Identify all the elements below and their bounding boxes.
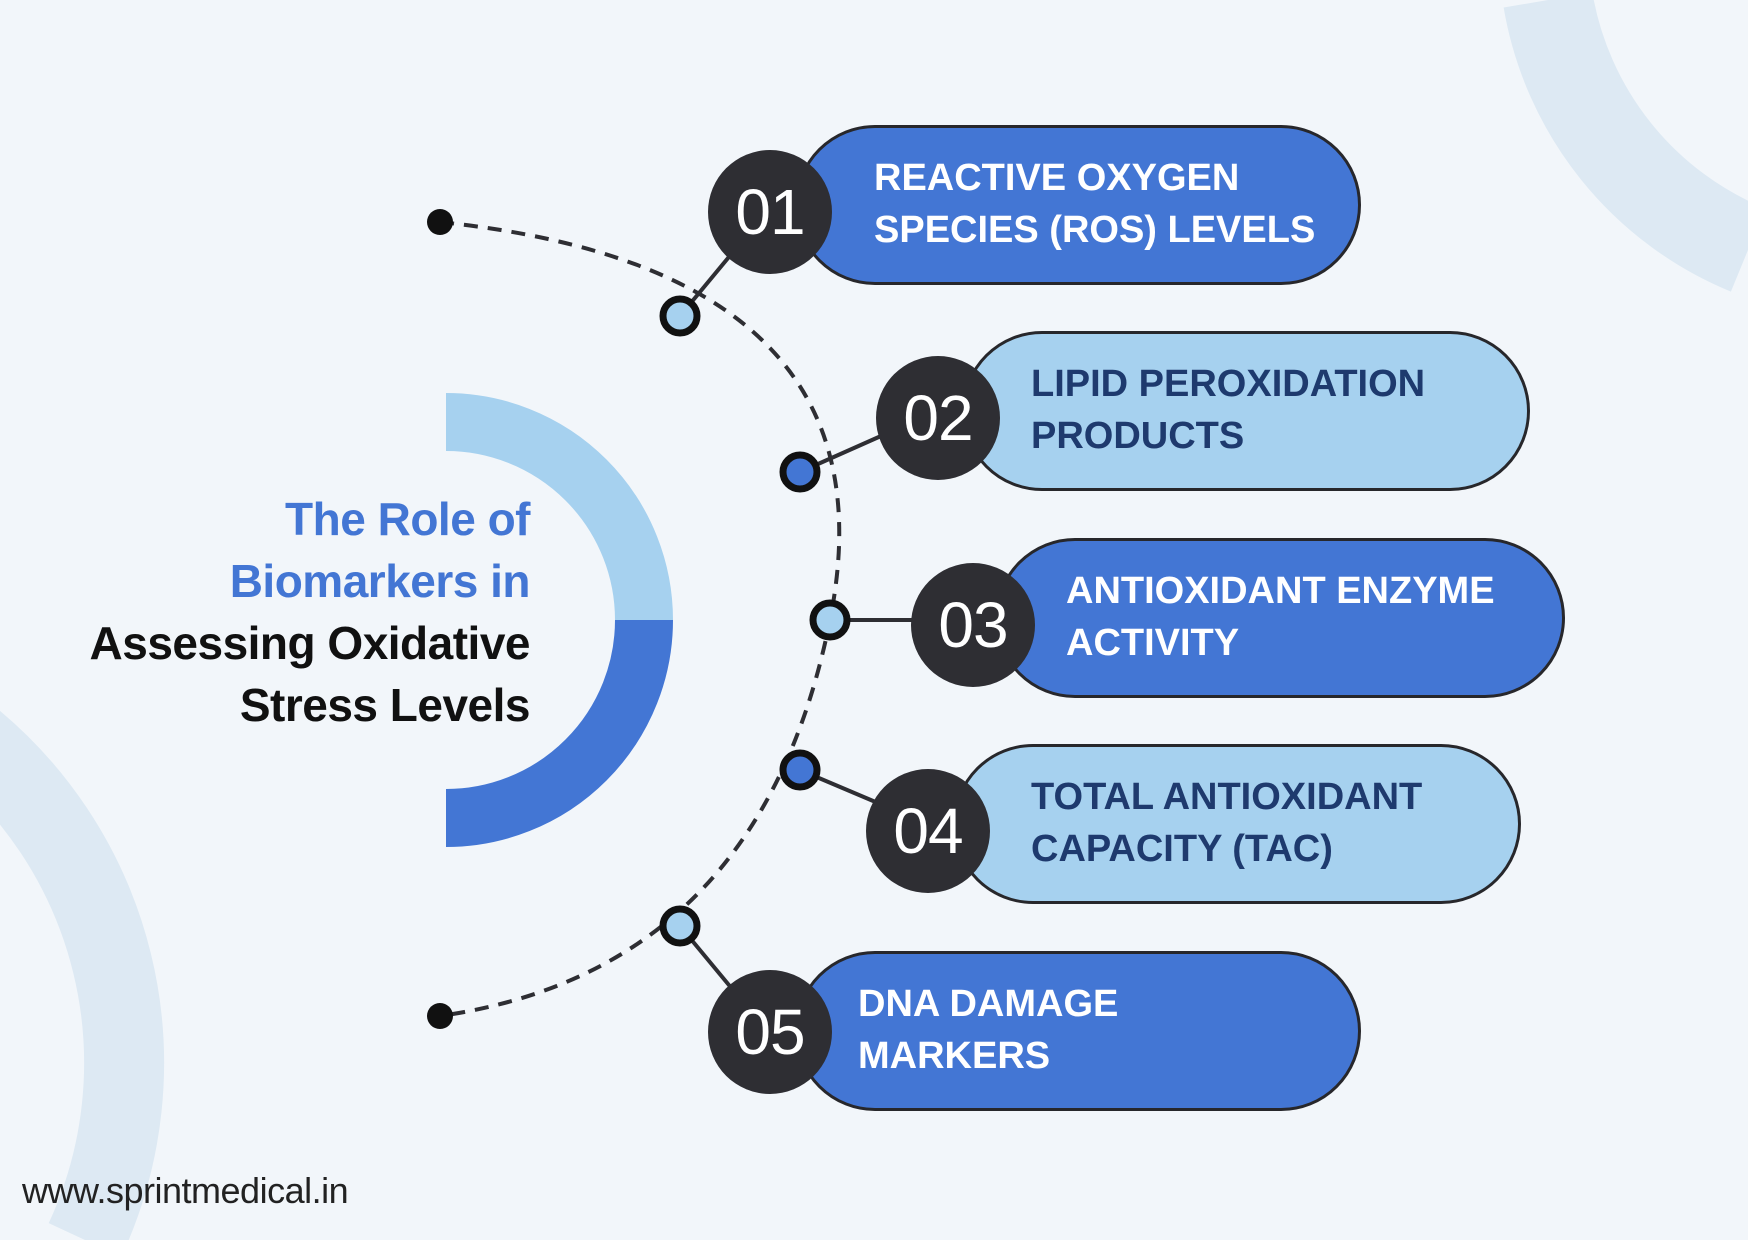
item-04-label: TOTAL ANTIOXIDANT CAPACITY (TAC) bbox=[1031, 771, 1422, 875]
item-04-pill bbox=[953, 744, 1521, 904]
item-03-number-badge: 03 bbox=[911, 563, 1035, 687]
ring-lower-half bbox=[445, 619, 673, 847]
item-03-pill bbox=[995, 538, 1565, 698]
item-03-line-1: ANTIOXIDANT ENZYME bbox=[1066, 570, 1495, 612]
item-04-line-2: CAPACITY (TAC) bbox=[1031, 828, 1333, 870]
timeline-end-dot-top bbox=[427, 209, 453, 235]
item-03-line-2: ACTIVITY bbox=[1066, 622, 1240, 664]
item-05-line-2: MARKERS bbox=[858, 1035, 1051, 1077]
item-01-number-badge: 01 bbox=[708, 150, 832, 274]
item-05-pill bbox=[795, 951, 1361, 1111]
node-05 bbox=[659, 905, 701, 947]
item-04-line-1: TOTAL ANTIOXIDANT bbox=[1031, 776, 1423, 818]
node-01 bbox=[659, 295, 701, 337]
item-01-label: REACTIVE OXYGEN SPECIES (ROS) LEVELS bbox=[874, 152, 1315, 256]
item-02-line-1: LIPID PEROXIDATION bbox=[1031, 363, 1426, 405]
item-04-number-badge: 04 bbox=[866, 769, 990, 893]
website-url: www.sprintmedical.in bbox=[22, 1170, 349, 1211]
node-04 bbox=[779, 749, 821, 791]
title-line-4: Stress Levels bbox=[239, 679, 531, 731]
item-05-label: DNA DAMAGE MARKERS bbox=[858, 978, 1118, 1082]
item-02-line-2: PRODUCTS bbox=[1031, 415, 1245, 457]
title-line-1: The Role of bbox=[285, 493, 530, 545]
item-03-label: ANTIOXIDANT ENZYME ACTIVITY bbox=[1066, 565, 1495, 669]
item-05-line-1: DNA DAMAGE bbox=[858, 983, 1119, 1025]
title-line-3: Assessing Oxidative bbox=[89, 617, 531, 669]
diagram-title: The Role of Biomarkers in Assessing Oxid… bbox=[40, 488, 531, 736]
item-02-label: LIPID PEROXIDATION PRODUCTS bbox=[1031, 358, 1425, 462]
item-01-line-1: REACTIVE OXYGEN bbox=[874, 157, 1240, 199]
item-02-number-badge: 02 bbox=[876, 356, 1000, 480]
deco-arc-bottom-left bbox=[0, 710, 165, 1240]
node-03 bbox=[809, 599, 851, 641]
timeline-end-dot-bottom bbox=[427, 1003, 453, 1029]
node-02 bbox=[779, 451, 821, 493]
item-01-line-2: SPECIES (ROS) LEVELS bbox=[874, 209, 1316, 251]
ring-upper-half bbox=[445, 393, 673, 621]
deco-arc-top-right bbox=[1503, 0, 1748, 292]
title-line-2: Biomarkers in bbox=[229, 555, 531, 607]
item-01-pill bbox=[795, 125, 1361, 285]
item-05-number-badge: 05 bbox=[708, 970, 832, 1094]
